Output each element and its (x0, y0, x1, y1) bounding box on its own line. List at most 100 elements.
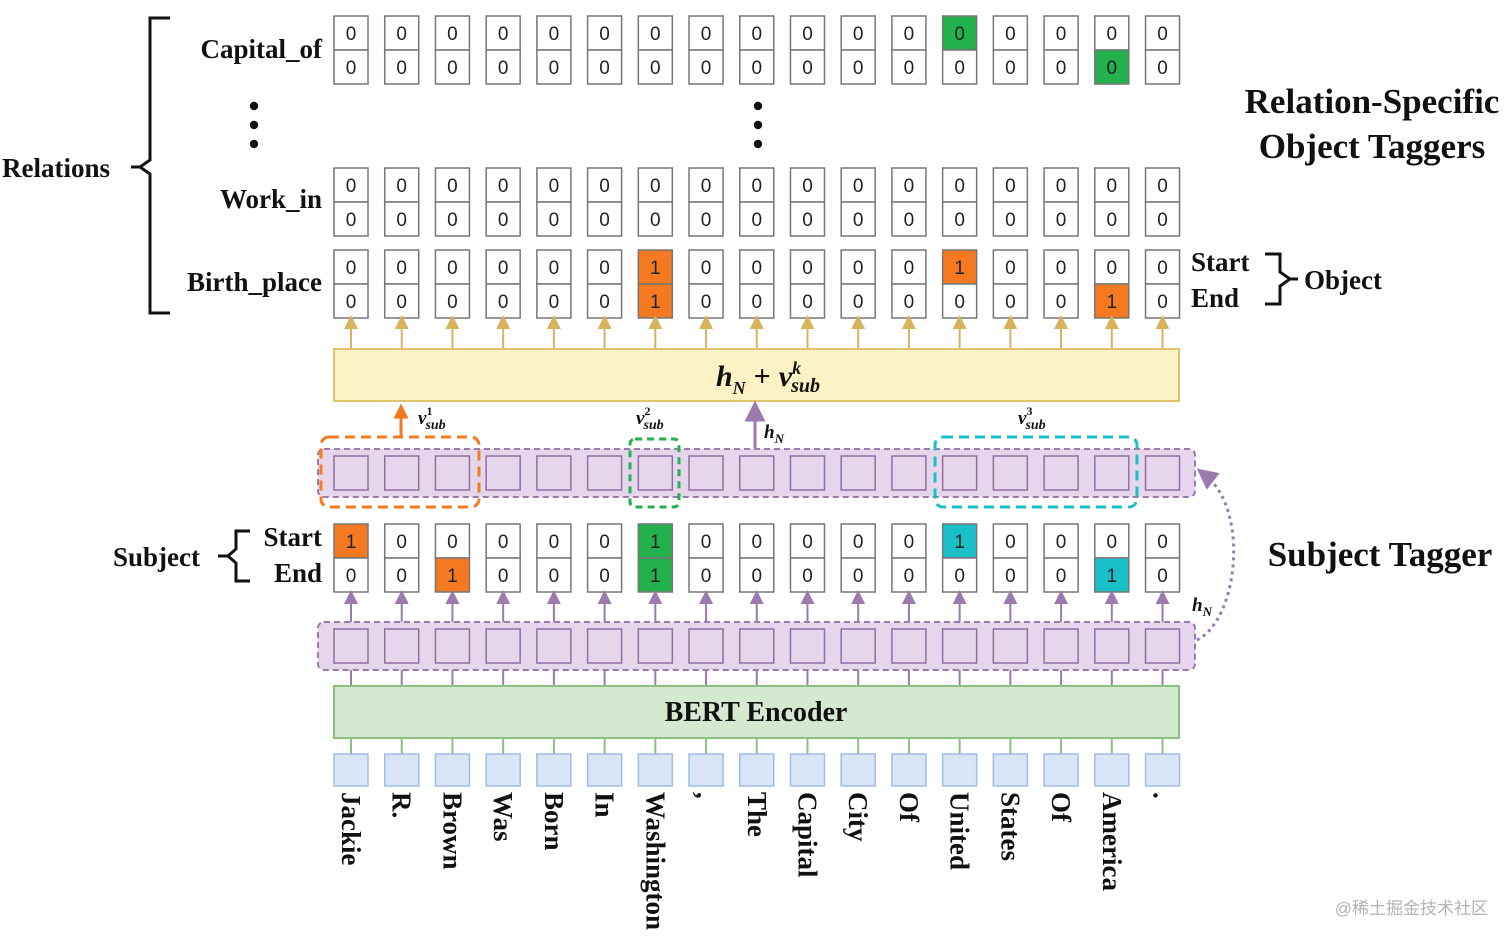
tag-value: 0 (802, 258, 813, 279)
hidden-cell (840, 628, 876, 664)
tag-value: 0 (498, 24, 509, 45)
tag-value: 0 (1005, 258, 1016, 279)
tag-cell-end (485, 557, 521, 593)
tag-cell-end (1043, 557, 1079, 593)
tag-cell-start (1043, 15, 1079, 51)
tag-value: 0 (904, 292, 915, 313)
token-embedding (1094, 753, 1130, 787)
tag-value: 0 (650, 58, 661, 79)
token-word: Of (894, 792, 924, 823)
tag-value: 0 (346, 292, 357, 313)
token-word: . (1148, 792, 1178, 799)
tag-value: 0 (954, 292, 965, 313)
tag-value: 0 (599, 176, 610, 197)
hidden-cell (586, 628, 623, 664)
tag-value: 0 (954, 210, 965, 231)
hidden-cell (1043, 455, 1079, 491)
rel-title: Relation-Specific Object Taggers (1245, 82, 1500, 166)
tag-cell-start (637, 15, 674, 51)
tag-value: 0 (498, 292, 509, 313)
tag-value: 0 (549, 176, 560, 197)
hidden-cell (586, 455, 623, 491)
tag-cell-start (637, 523, 674, 559)
subject-brace (218, 529, 250, 583)
tag-value: 0 (701, 210, 712, 231)
tag-cell-start (333, 523, 369, 559)
hidden-cell (536, 455, 572, 491)
tag-value: 0 (396, 24, 407, 45)
tag-cell-end (1144, 201, 1181, 237)
tag-value: 0 (701, 532, 712, 553)
label-capital-of: Capital_of (201, 34, 324, 64)
tag-value: 0 (853, 176, 864, 197)
token-word: Was (488, 792, 518, 842)
tag-cell-end (333, 201, 369, 237)
token-word: , (691, 792, 721, 799)
tag-value: 0 (954, 58, 965, 79)
bert-encoder-label: BERT Encoder (665, 697, 848, 728)
hidden-cell (891, 628, 927, 664)
tag-grids: 0 0 0 0 0 0 0 0 0 0 0 0 0 0 0 0 0 0 0 0 0 0 0 0 0 0 0 0 0 0 0 0 0 0 0 0 0 0 0 0… (333, 15, 1181, 593)
tag-value: 0 (346, 566, 357, 587)
tag-cell-start (637, 167, 674, 203)
tag-cell-end (1094, 201, 1130, 237)
tag-cell-end (485, 49, 521, 85)
object-end-label: End (1191, 283, 1239, 313)
tag-value: 0 (853, 24, 864, 45)
tag-value: 1 (1107, 292, 1118, 313)
tag-cell-start (485, 15, 521, 51)
tag-value: 0 (802, 566, 813, 587)
subject-span-1 (319, 435, 481, 509)
tag-value: 0 (599, 566, 610, 587)
hidden-cell (789, 455, 826, 491)
tag-value: 0 (1157, 566, 1168, 587)
tag-value: 0 (1157, 176, 1168, 197)
tag-cell-start (941, 523, 978, 559)
tag-value: 0 (1157, 58, 1168, 79)
relation-labels: Capital_of Work_in Birth_place Relations (2, 34, 323, 297)
tag-cell-start (1094, 167, 1130, 203)
hidden-cell (333, 628, 369, 664)
tag-value: 0 (1157, 532, 1168, 553)
hidden-cell (992, 628, 1029, 664)
tag-cell-end (1043, 201, 1079, 237)
tag-value: 1 (346, 532, 357, 553)
tag-cell-end (586, 201, 623, 237)
tag-value: 0 (1005, 176, 1016, 197)
tag-value: 0 (1157, 210, 1168, 231)
tag-cell-end (840, 283, 876, 319)
tag-value: 0 (650, 176, 661, 197)
tag-value: 0 (853, 292, 864, 313)
label-birth-place: Birth_place (187, 267, 322, 297)
tag-value: 0 (904, 566, 915, 587)
tag-value: 0 (447, 532, 458, 553)
tag-value: 0 (802, 58, 813, 79)
tag-value: 0 (954, 24, 965, 45)
hidden-cell (1144, 628, 1181, 664)
subject-span-2 (628, 437, 681, 509)
token-word: Of (1046, 792, 1076, 823)
object-brace (1265, 252, 1298, 306)
hidden-cell (485, 455, 521, 491)
hn-curve-arrow (1196, 468, 1236, 642)
tag-value: 0 (853, 210, 864, 231)
tag-value: 0 (1005, 532, 1016, 553)
tag-value: 0 (447, 58, 458, 79)
tag-value: 0 (1056, 176, 1067, 197)
tag-cell-start (434, 523, 471, 559)
tag-cell-start (992, 15, 1029, 51)
tag-cell-end (637, 557, 674, 593)
tag-value: 0 (802, 532, 813, 553)
subject-labels: Start End Subject (113, 522, 322, 588)
token-word: Capital (792, 792, 822, 878)
tag-cell-end (992, 49, 1029, 85)
token-word: United (945, 792, 975, 870)
tag-value: 0 (396, 566, 407, 587)
tag-cell-end (536, 49, 572, 85)
tag-value: 0 (447, 210, 458, 231)
hidden-cell (739, 455, 775, 491)
tag-value: 0 (396, 258, 407, 279)
